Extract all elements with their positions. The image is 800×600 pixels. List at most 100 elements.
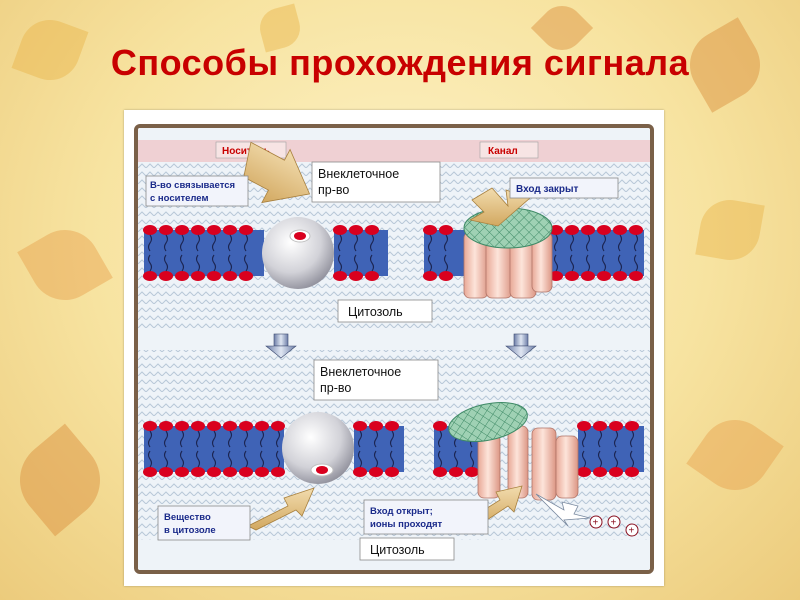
extracellular-label-top-line2: пр-во	[318, 183, 349, 197]
lipid-tail	[243, 450, 249, 468]
lipid-tail	[195, 430, 201, 448]
entrance-closed-box	[509, 177, 619, 199]
lipid-head	[349, 271, 363, 281]
lipid-head	[565, 225, 579, 235]
lipid-tail	[437, 430, 443, 448]
leaf-decoration	[3, 423, 117, 537]
slide-title: Способы прохождения сигнала	[110, 42, 690, 83]
lipid-head	[255, 421, 269, 431]
cytosol-box-top	[337, 299, 433, 323]
lipid-tail	[585, 234, 591, 252]
lipid-tail	[243, 234, 249, 252]
ion-icon	[625, 523, 639, 537]
ion-charge: +	[611, 518, 617, 529]
lipid-head	[207, 225, 221, 235]
extracellular-label-box-top	[311, 161, 441, 203]
channel-subunit	[477, 433, 501, 499]
lipid-tail	[369, 234, 375, 252]
released-substance	[316, 466, 328, 474]
lipid-head	[223, 225, 237, 235]
transition-arrow-left	[265, 333, 297, 359]
lipid-tail	[427, 254, 433, 272]
extracellular-label-bottom-line2: пр-во	[320, 381, 351, 395]
binding-label-line1: В-во связывается	[150, 180, 235, 191]
cytosol-box-bottom	[359, 537, 455, 561]
lipid-tail	[633, 254, 639, 272]
ion-charge: +	[629, 526, 635, 537]
lipid-tail	[163, 254, 169, 272]
lipid-head	[369, 467, 383, 477]
lipid-tail	[443, 234, 449, 252]
lipid-tail	[147, 430, 153, 448]
entrance-open-line2: ионы проходят	[370, 519, 443, 530]
lipid-head	[143, 271, 157, 281]
lipid-head	[549, 271, 563, 281]
lipid-tail	[163, 430, 169, 448]
lipid-tail	[373, 450, 379, 468]
lipid-head	[577, 421, 591, 431]
lipid-head	[191, 467, 205, 477]
lipid-head	[333, 271, 347, 281]
bound-substance	[294, 232, 306, 240]
lipid-head	[255, 467, 269, 477]
lipid-tail	[243, 254, 249, 272]
lipid-tail	[275, 430, 281, 448]
lipid-tail	[211, 430, 217, 448]
lipid-head	[581, 225, 595, 235]
lipid-head	[609, 467, 623, 477]
lipid-head	[239, 421, 253, 431]
lipid-tail	[569, 254, 575, 272]
lipid-tail	[427, 234, 433, 252]
lipid-head	[239, 225, 253, 235]
lipid-head	[593, 467, 607, 477]
lipid-head	[433, 467, 447, 477]
lipid-head	[271, 467, 285, 477]
entrance-closed-label: Вход закрыт	[516, 184, 579, 195]
lipid-head	[365, 225, 379, 235]
lipid-tail	[353, 234, 359, 252]
lipid-head	[423, 225, 437, 235]
extracellular-label-bottom-line1: Внеклеточное	[320, 365, 401, 379]
leaf-decoration	[17, 217, 113, 313]
lipid-tail	[601, 234, 607, 252]
lipid-head	[207, 467, 221, 477]
ion-icon	[589, 515, 603, 529]
lipid-head	[175, 225, 189, 235]
lipid-tail	[613, 450, 619, 468]
ion-charge: +	[593, 518, 599, 529]
lipid-head	[369, 421, 383, 431]
lipid-head	[353, 467, 367, 477]
lipid-tail	[553, 234, 559, 252]
lipid-head	[143, 467, 157, 477]
lipid-head	[239, 271, 253, 281]
lipid-tail	[553, 254, 559, 272]
lipid-head	[439, 271, 453, 281]
lipid-tail	[163, 234, 169, 252]
lipid-head	[365, 271, 379, 281]
lipid-tail	[629, 430, 635, 448]
lipid-bilayer-core	[578, 426, 644, 472]
lipid-head	[385, 467, 399, 477]
ion-flow-arrow	[535, 493, 591, 527]
lipid-head	[223, 271, 237, 281]
lipid-tail	[601, 254, 607, 272]
lipid-tail	[597, 430, 603, 448]
lipid-tail	[211, 254, 217, 272]
lipid-tail	[179, 430, 185, 448]
binding-label-box	[145, 175, 249, 207]
lipid-bilayer-core	[334, 230, 388, 276]
substance-label-line2: в цитозоле	[164, 525, 216, 536]
lipid-head	[159, 225, 173, 235]
lipid-tail	[211, 234, 217, 252]
lipid-head	[449, 467, 463, 477]
lipid-head	[207, 271, 221, 281]
lipid-head	[333, 225, 347, 235]
lipid-tail	[147, 450, 153, 468]
lipid-tail	[147, 254, 153, 272]
header-bar	[138, 140, 650, 162]
ion-icon	[607, 515, 621, 529]
lipid-tail	[243, 430, 249, 448]
lipid-tail	[629, 450, 635, 468]
lipid-tail	[453, 450, 459, 468]
channel-header: Канал	[488, 146, 518, 157]
